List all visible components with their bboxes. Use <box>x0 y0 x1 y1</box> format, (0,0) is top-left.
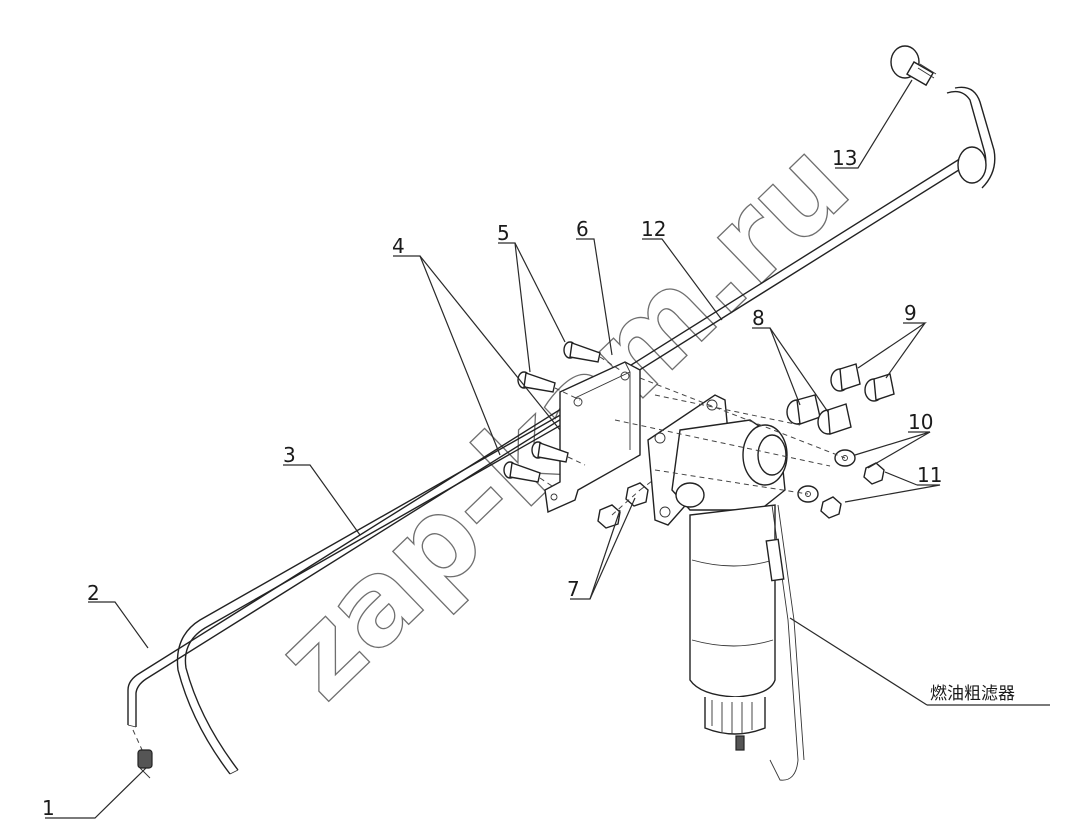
callout-3: 3 <box>283 443 296 467</box>
bracket-6 <box>544 361 641 514</box>
callout-10: 10 <box>908 410 933 434</box>
callout-1: 1 <box>42 796 55 820</box>
fittings-9 <box>830 363 895 402</box>
callout-9: 9 <box>904 301 917 325</box>
assembly-label: 燃油粗滤器 <box>930 684 1015 704</box>
fittings-8 <box>786 394 852 435</box>
callout-8: 8 <box>752 306 765 330</box>
nuts-11 <box>820 462 885 519</box>
fitting-1 <box>132 729 153 779</box>
return-hose-3 <box>176 371 641 775</box>
callout-2: 2 <box>87 581 100 605</box>
callout-13: 13 <box>832 146 857 170</box>
nuts-7 <box>597 474 661 529</box>
callout-11: 11 <box>917 463 942 487</box>
leader-lines <box>45 79 1050 819</box>
callout-7: 7 <box>567 577 580 601</box>
callout-12: 12 <box>641 217 666 241</box>
callout-5: 5 <box>497 221 510 245</box>
fuel-filter-assembly <box>647 394 805 781</box>
callout-4: 4 <box>392 234 405 258</box>
banjo-fitting-13 <box>890 45 996 189</box>
assembly-centerlines <box>614 377 846 495</box>
callout-6: 6 <box>576 217 589 241</box>
bolts-4-5 <box>503 341 621 487</box>
